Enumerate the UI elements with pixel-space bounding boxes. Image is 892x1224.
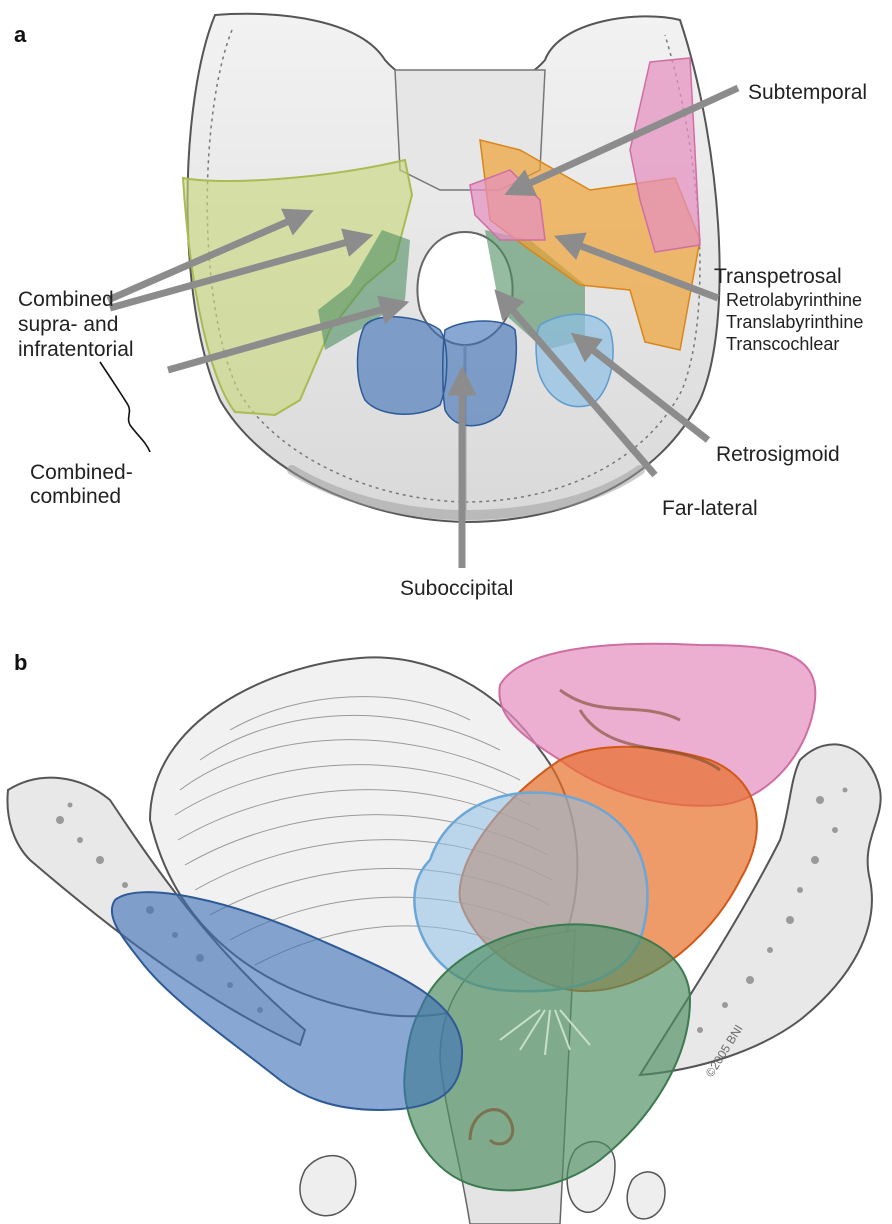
label-far-lateral: Far-lateral [662, 496, 758, 521]
label-transcochlear: Transcochlear [726, 333, 839, 355]
label-suboccipital: Suboccipital [400, 576, 513, 601]
panel-b-posterior-fossa [7, 644, 880, 1224]
label-combined-line3: infratentorial [18, 337, 134, 362]
panel-label-a: a [14, 22, 26, 48]
label-retrosigmoid: Retrosigmoid [716, 442, 840, 467]
label-combined-line1: Combined [18, 287, 114, 312]
combined-combined-leader [100, 362, 150, 452]
vertebra-far-right [627, 1172, 665, 1219]
label-combined-line2: supra- and [18, 312, 118, 337]
label-translabyrinthine: Translabyrinthine [726, 311, 863, 333]
label-transpetrosal: Transpetrosal [714, 264, 842, 289]
vertebra-left [300, 1156, 356, 1216]
label-combined-combined-line2: combined [30, 484, 121, 509]
panel-a-skull-base [100, 14, 738, 568]
panel-label-b: b [14, 650, 27, 676]
label-retrolabyrinthine: Retrolabyrinthine [726, 289, 862, 311]
label-subtemporal: Subtemporal [748, 80, 867, 105]
label-combined-combined-line1: Combined- [30, 460, 133, 485]
